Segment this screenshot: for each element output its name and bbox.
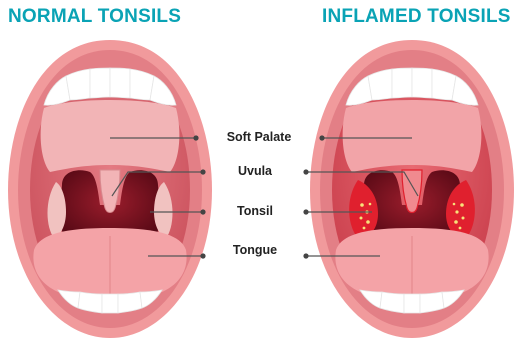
leader-dots — [193, 135, 324, 258]
normal-soft-palate — [41, 100, 180, 172]
inflamed-soft-palate — [343, 100, 482, 172]
label-tongue: Tongue — [200, 243, 310, 257]
inflamed-mouth — [310, 40, 514, 338]
label-soft-palate: Soft Palate — [204, 130, 314, 144]
label-tonsil: Tonsil — [200, 204, 310, 218]
normal-mouth — [8, 40, 212, 338]
label-uvula: Uvula — [200, 164, 310, 178]
